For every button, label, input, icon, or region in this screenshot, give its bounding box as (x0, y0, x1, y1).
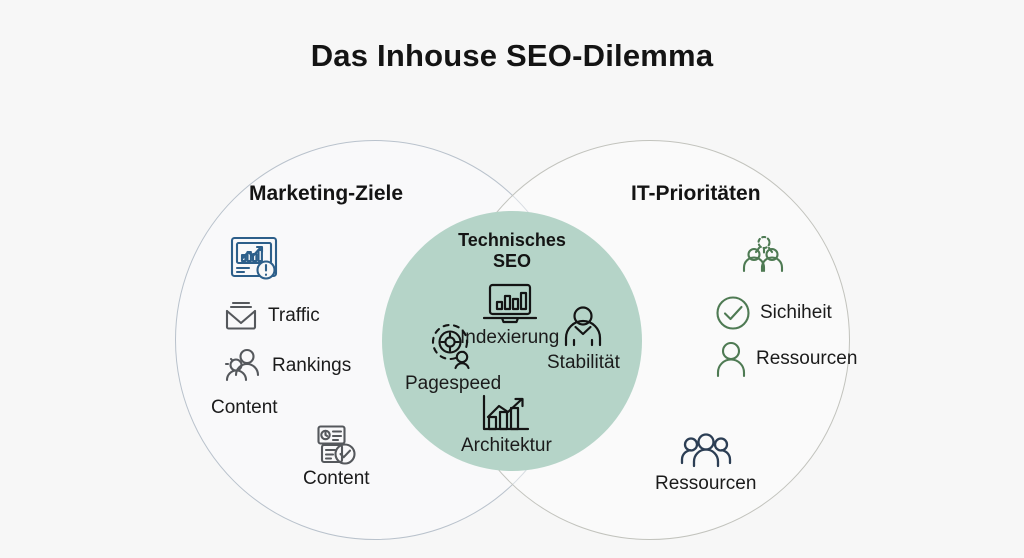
node-label: Pagespeed (405, 373, 502, 394)
node-label: Content (211, 397, 278, 418)
circle-heading-technical-seo: Technisches SEO (458, 230, 566, 272)
node-center-architektur: Architektur (461, 392, 552, 457)
node-label: Architektur (461, 435, 552, 456)
node-center-indexierung: Indexierung (460, 282, 559, 349)
inbox-download-icon (222, 297, 260, 335)
node-marketing-rankings: Rankings (222, 345, 351, 387)
node-it-sicherheit: Sichiheit (714, 294, 832, 332)
node-label: Sichiheit (760, 301, 832, 323)
two-persons-idea-icon (740, 236, 786, 278)
checklist-approved-icon (314, 423, 358, 467)
check-circle-icon (714, 294, 752, 332)
dashed-gear-person-icon (426, 322, 480, 372)
node-label: Indexierung (460, 327, 560, 348)
node-marketing-dashboard (228, 233, 288, 285)
node-label: Content (303, 468, 370, 489)
node-label: Ressourcen (655, 473, 757, 494)
node-marketing-content-1: Content (211, 397, 278, 419)
node-it-ressourcen: Ressourcen (714, 340, 857, 378)
node-label: Ressourcen (756, 347, 858, 369)
node-label: Rankings (272, 354, 352, 376)
node-it-team (740, 236, 794, 278)
circle-heading-marketing: Marketing-Ziele (249, 182, 404, 205)
node-marketing-traffic: Traffic (222, 297, 320, 335)
circle-heading-it: IT-Prioritäten (631, 182, 761, 205)
person-icon (714, 340, 748, 378)
node-marketing-content-2: Content (303, 423, 370, 490)
node-it-ressourcen-group: Ressourcen (655, 430, 756, 495)
person-icon (559, 305, 607, 351)
two-persons-icon (222, 345, 264, 387)
node-label: Traffic (268, 304, 320, 326)
node-center-pagespeed: Pagespeed (405, 322, 501, 395)
three-persons-group-icon (679, 430, 733, 472)
node-center-stabilitaet: Stabilität (547, 305, 620, 374)
laptop-chart-icon (482, 282, 537, 326)
node-label: Stabilität (547, 352, 620, 373)
bar-chart-arrow-icon (479, 392, 533, 434)
page-title: Das Inhouse SEO-Dilemma (310, 38, 714, 73)
analytics-dashboard-icon (228, 233, 280, 285)
